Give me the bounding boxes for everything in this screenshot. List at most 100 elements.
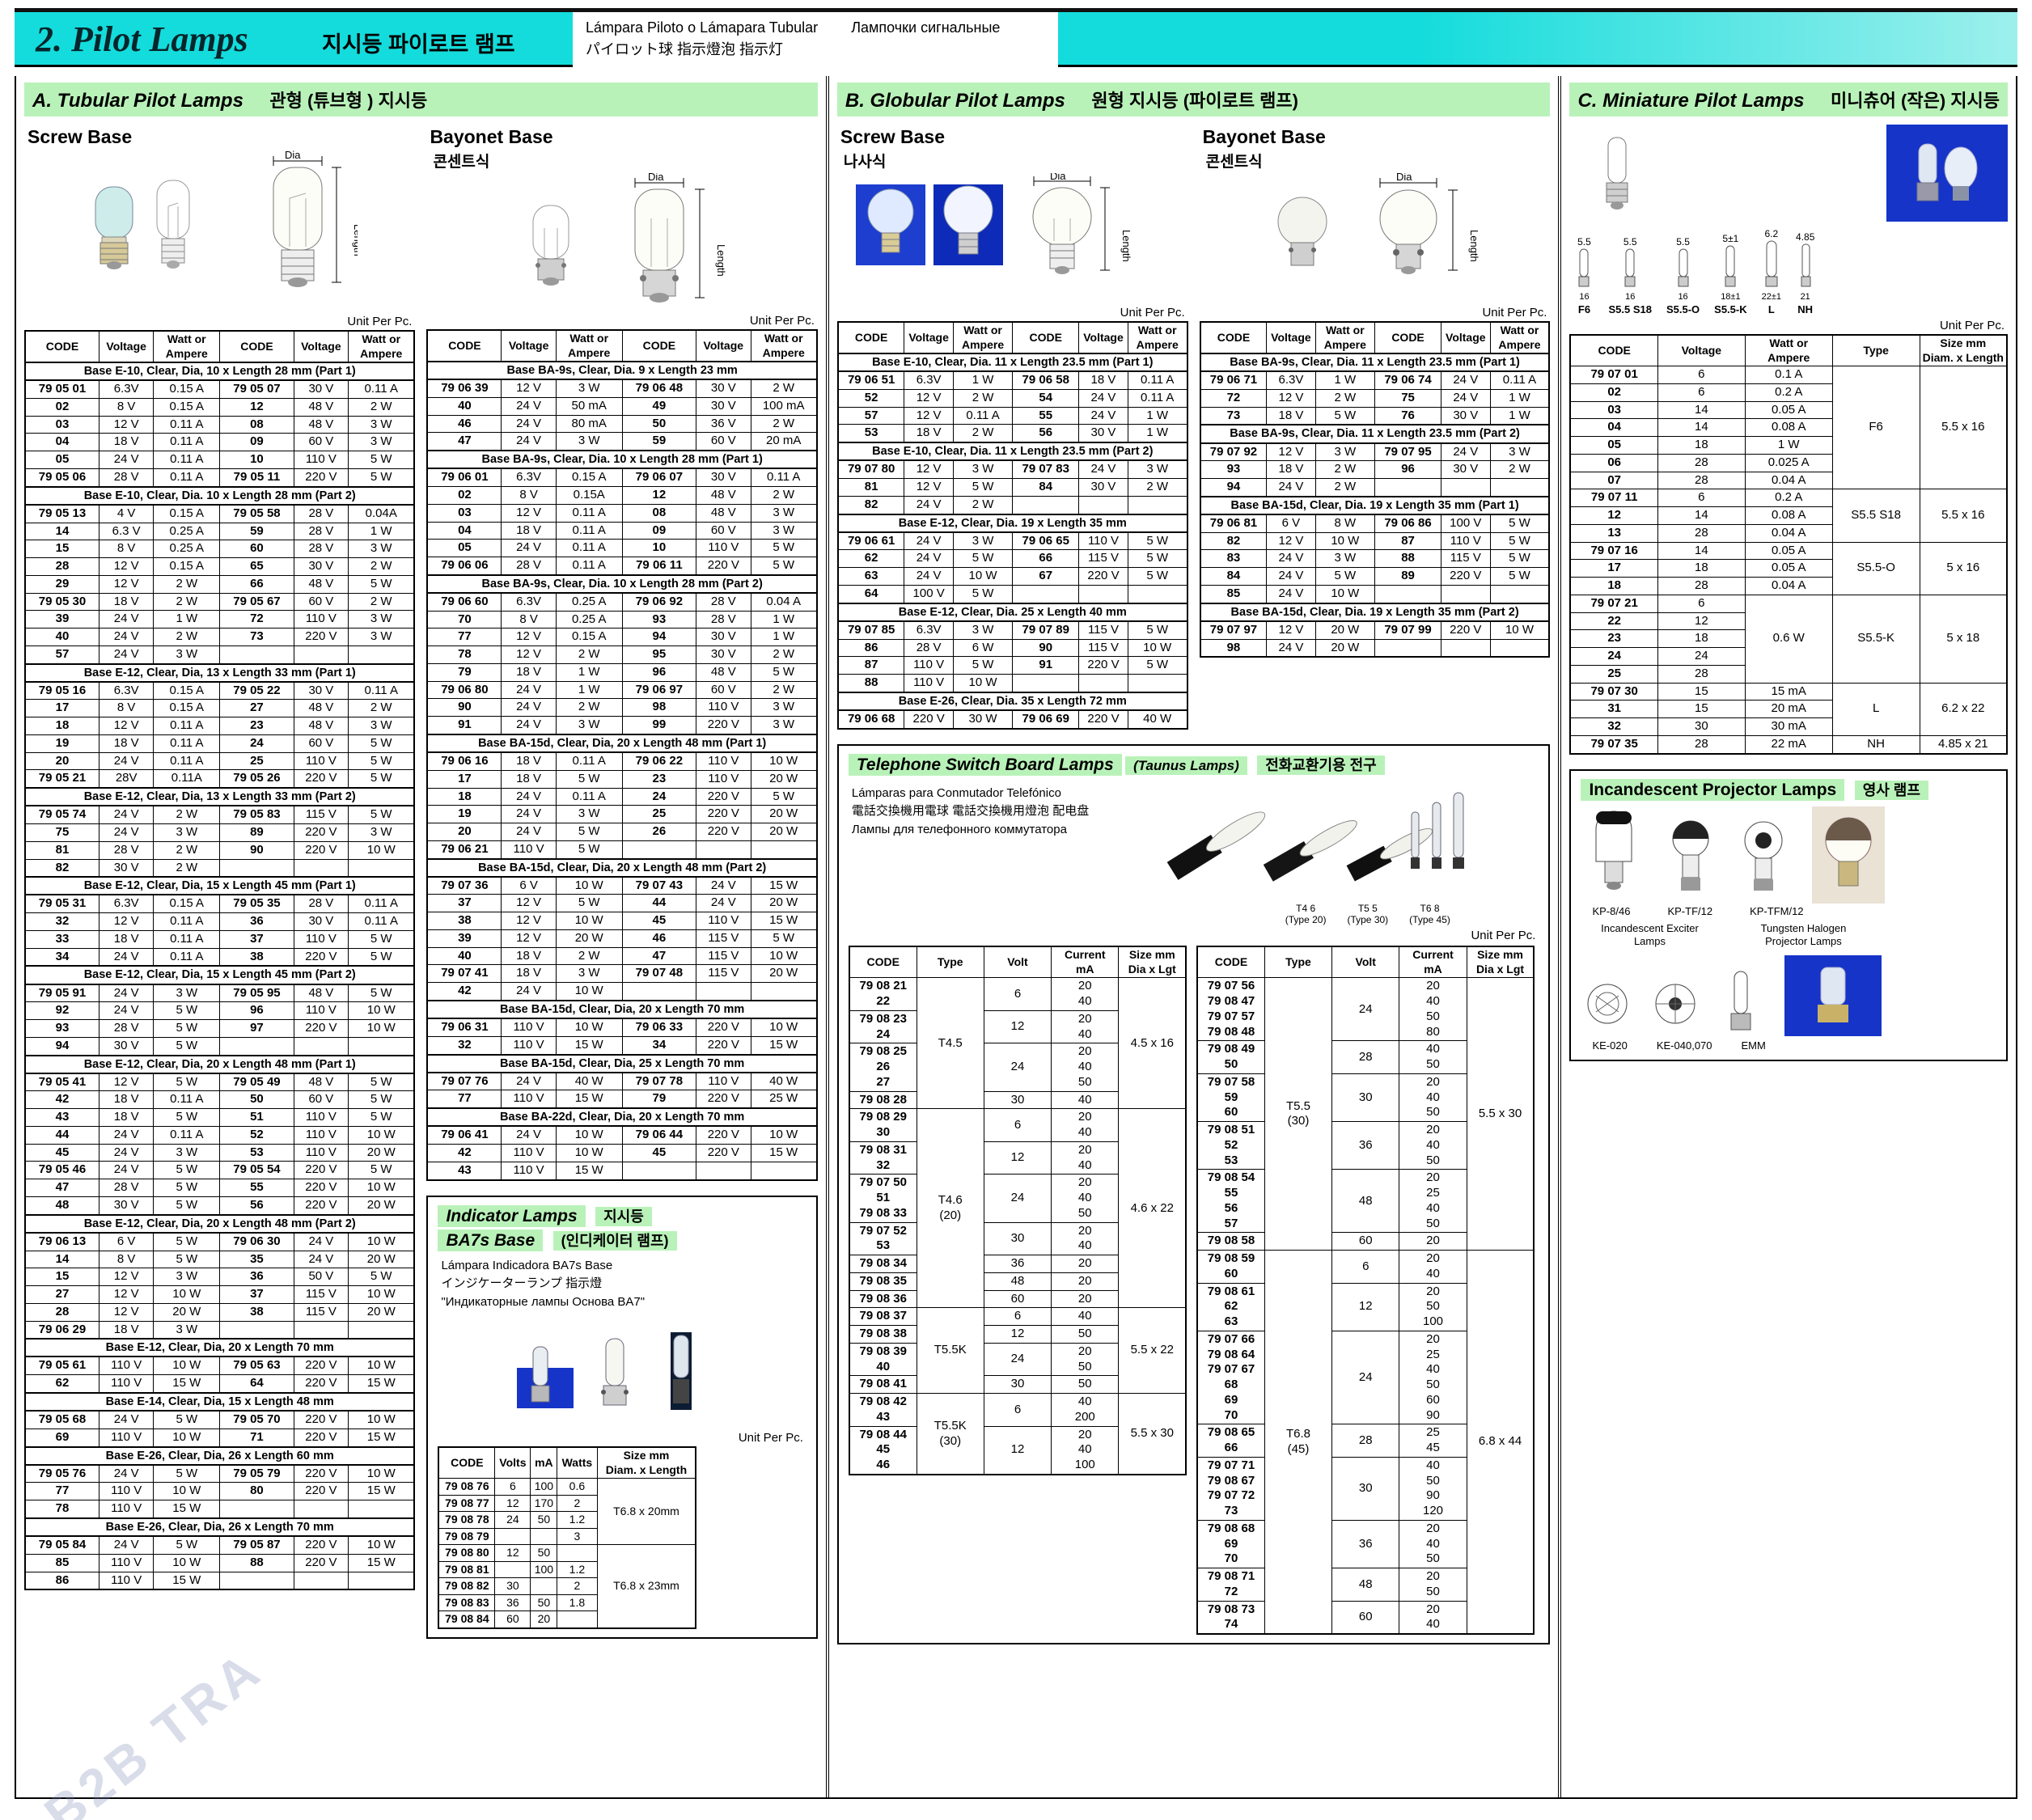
block-title-row: Base BA-9s, Clear, Dia. 11 x Length 23.5… (1200, 425, 1550, 442)
cell: 18 V (99, 1109, 153, 1127)
table-row: 62110 V15 W64220 V15 W (25, 1375, 414, 1393)
cell: 79 05 49 (220, 1073, 294, 1091)
cell: 0.6 (557, 1479, 597, 1496)
table-row: 2024 V5 W26220 V20 W (427, 823, 816, 841)
cell: 24 V (1079, 460, 1128, 478)
cell: 48 V (294, 416, 348, 434)
cell: 10 W (154, 1554, 220, 1572)
cell (220, 859, 294, 877)
block-title: Base BA-9s, Clear, Dia. 10 x Length 28 m… (427, 451, 816, 468)
voltage-cell: 24 (1657, 648, 1745, 666)
cell: 42 (427, 1145, 501, 1162)
block-title-row: Base E-12, Clear, Dia, 20 x Length 48 mm… (25, 1056, 414, 1073)
cell: 30 V (696, 379, 751, 397)
code-cell: 79 07 585960 (1197, 1073, 1264, 1121)
volt-cell: 48 (1332, 1568, 1399, 1602)
cell: 24 V (99, 451, 153, 469)
dia-label: 5.5 (1608, 236, 1652, 248)
lamp-category-label: Incandescent Exciter Lamps (1589, 922, 1710, 950)
cell: 220 V (696, 557, 751, 575)
cell: 18 V (99, 1321, 153, 1339)
code-cell: 79 08 2324 (849, 1010, 917, 1043)
col-header: Type (1264, 946, 1331, 978)
cell: 79 06 58 (1013, 371, 1079, 389)
cell: 15 W (751, 1145, 817, 1162)
svg-text:Dia: Dia (648, 173, 664, 183)
cell: 79 06 22 (622, 752, 696, 770)
cell: 110 V (294, 1144, 348, 1162)
cell: 79 05 76 (25, 1465, 99, 1483)
cell: 10 W (349, 1411, 415, 1428)
type-cell: T5.5(30) (1264, 978, 1331, 1251)
telephone-title-korean: 전화교환기용 전구 (1257, 756, 1384, 775)
cell: 2 W (154, 575, 220, 593)
cell: 79 05 83 (220, 806, 294, 823)
table-row: 79 07 16140.05 AS5.5-O5 x 16 (1570, 542, 2007, 560)
code-cell: 79 07 5253 (849, 1222, 917, 1255)
header-row: CODETypeVoltCurrentmASize mmDia x Lgt (1197, 946, 1534, 978)
block-title: Base E-12, Clear, Dia, 15 x Length 45 mm… (25, 877, 414, 895)
cell: 12 V (502, 379, 556, 397)
table-row: 0312 V0.11 A0848 V3 W (427, 504, 816, 522)
size-cell: T6.8 x 23mm (597, 1545, 696, 1628)
cell: 10 W (556, 877, 622, 895)
cell: 94 (1200, 479, 1267, 497)
cell: 24 V (502, 699, 556, 717)
voltage-cell: 6 (1657, 383, 1745, 401)
globular-bayonet-column: Bayonet Base 콘센트식 Dia (1200, 125, 1551, 658)
volt-cell: 24 (984, 1175, 1051, 1222)
cell: 42 (427, 983, 501, 1001)
section-b-globular: B. Globular Pilot Lamps 원형 지시등 (파이로트 램프)… (826, 76, 1562, 1797)
cell: 12 V (99, 575, 153, 593)
current-cell: 40200 (1052, 1394, 1119, 1427)
current-cell: 4050 (1399, 1041, 1467, 1074)
telephone-type-labels: T4 6(Type 20) T5 5(Type 30) T6 8(Type 45… (1127, 903, 1450, 926)
cell: 5 W (1315, 407, 1374, 425)
cell: 77 (427, 1090, 501, 1108)
code-cell: 79 08 6566 (1197, 1424, 1264, 1458)
cell: 110 V (99, 1375, 153, 1393)
multilingual-titles: Lámpara Piloto o Lámapara Tubular Лампоч… (573, 12, 1058, 69)
cell: 10 W (556, 912, 622, 930)
col-header: Size mmDia x Lgt (1467, 946, 1534, 978)
cell: 99 (622, 717, 696, 734)
cell: 10 W (556, 1145, 622, 1162)
code-cell: 79 08 616263 (1197, 1283, 1264, 1331)
cell: 30 V (696, 629, 751, 646)
type-cell: L (1832, 683, 1920, 735)
cell: 30 V (294, 682, 348, 700)
col-header: CODE (1013, 322, 1079, 353)
cell: 79 06 71 (1200, 371, 1267, 389)
cell: 10 W (556, 983, 622, 1001)
dia-label: 4.85 (1796, 231, 1814, 243)
cell: 15 W (556, 1090, 622, 1108)
cell: 38 (427, 912, 501, 930)
miniature-diagrams: 5.5 16 F6 5.5 16 S5.5 S18 5.5 16 S5.5-O (1574, 228, 2008, 315)
cell: 5 W (349, 1162, 415, 1179)
current-cell: 2040 (1052, 1010, 1119, 1043)
cell: 2 W (154, 629, 220, 646)
current-cell: 40 (1052, 1308, 1119, 1326)
cell: 220 V (696, 823, 751, 841)
table-row: 79 05 316.3V0.15 A79 05 3528 V0.11 A (25, 895, 414, 912)
current-cell: 20254050 (1399, 1170, 1467, 1233)
cell: 90 (220, 841, 294, 859)
block-title-row: Base BA-9s, Clear, Dia. 11 x Length 23.5… (1200, 353, 1550, 371)
type-cell: NH (1832, 735, 1920, 753)
cell: 170 (531, 1495, 557, 1512)
globular-bayonet-table: CODEVoltageWatt or AmpereCODEVoltageWatt… (1200, 321, 1551, 658)
cell: 24 V (99, 1465, 153, 1483)
table-row: 79 08 4243T5.5K(30)6402005.5 x 30 (849, 1394, 1186, 1427)
cell: 79 07 99 (1375, 621, 1441, 639)
cell: 79 06 80 (427, 681, 501, 699)
cell: 30 V (99, 859, 153, 877)
cell: 5 W (349, 1091, 415, 1109)
cell: 24 V (99, 1002, 153, 1020)
cell: 110 V (99, 1357, 153, 1374)
cell (1079, 585, 1128, 603)
watt-cell: 0.04 A (1745, 578, 1832, 595)
cell: 96 (622, 663, 696, 681)
cell: 24 V (1267, 639, 1315, 657)
col-header: CODE (1200, 322, 1267, 353)
cell: 220 V (696, 717, 751, 734)
